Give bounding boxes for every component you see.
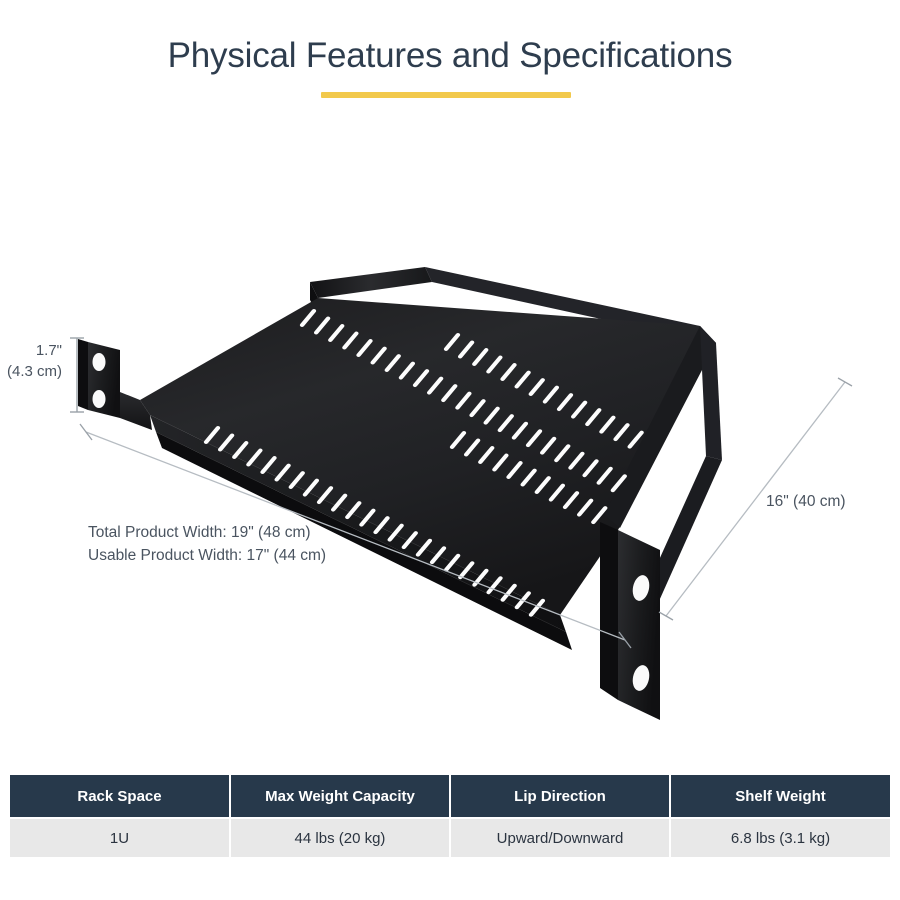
height-dimension: 1.7" (4.3 cm) — [7, 337, 84, 413]
cell-lip-direction: Upward/Downward — [450, 818, 671, 857]
right-mounting-bracket — [618, 530, 660, 720]
width-dimension: Total Product Width: 19" (48 cm) Usable … — [79, 423, 632, 649]
usable-width-label: Usable Product Width: 17" (44 cm) — [88, 547, 326, 564]
height-dimension-value: 1.7" — [36, 342, 62, 359]
height-dimension-metric: (4.3 cm) — [7, 363, 62, 380]
table-header-shelf-weight: Shelf Weight — [670, 775, 890, 819]
table-header-rack-space: Rack Space — [10, 775, 231, 819]
rear-lip-top — [310, 267, 432, 298]
cell-max-weight-capacity: 44 lbs (20 kg) — [230, 818, 451, 857]
mount-hole-right-lower — [632, 665, 650, 691]
left-bracket-inner-face — [78, 339, 88, 410]
shelf-top-plate — [140, 298, 716, 615]
cell-shelf-weight: 6.8 lbs (3.1 kg) — [670, 818, 890, 857]
right-bracket-inner-face — [600, 522, 618, 700]
depth-label: 16" (40 cm) — [766, 493, 846, 510]
page-header: Physical Features and Specifications — [0, 0, 900, 110]
product-figure: 1.7" (4.3 cm) Total Product Width: 19" (… — [0, 110, 900, 760]
title-accent-underline — [321, 92, 571, 98]
mount-hole-right-upper — [632, 575, 650, 601]
table-header-max-weight-capacity: Max Weight Capacity — [230, 775, 451, 819]
cell-rack-space: 1U — [10, 818, 231, 857]
table-header-row: Rack Space Max Weight Capacity Lip Direc… — [10, 775, 890, 819]
right-side-wall — [640, 456, 722, 610]
specifications-table: Rack Space Max Weight Capacity Lip Direc… — [10, 775, 890, 857]
depth-dimension: 16" (40 cm) — [658, 377, 853, 621]
table-header-lip-direction: Lip Direction — [450, 775, 671, 819]
rack-shelf-illustration: 1.7" (4.3 cm) Total Product Width: 19" (… — [7, 267, 853, 720]
mount-hole-left-lower — [92, 390, 106, 408]
page-title: Physical Features and Specifications — [167, 36, 733, 75]
shelf-body — [78, 267, 722, 720]
left-mounting-bracket — [88, 342, 120, 418]
front-apron — [156, 432, 572, 650]
right-rear-flange — [700, 326, 722, 460]
deck-right-bevel — [604, 326, 716, 528]
mount-hole-left-upper — [92, 353, 106, 371]
table-row: 1U 44 lbs (20 kg) Upward/Downward 6.8 lb… — [10, 818, 890, 857]
total-width-label: Total Product Width: 19" (48 cm) — [88, 524, 311, 541]
left-side-wall — [115, 390, 152, 430]
